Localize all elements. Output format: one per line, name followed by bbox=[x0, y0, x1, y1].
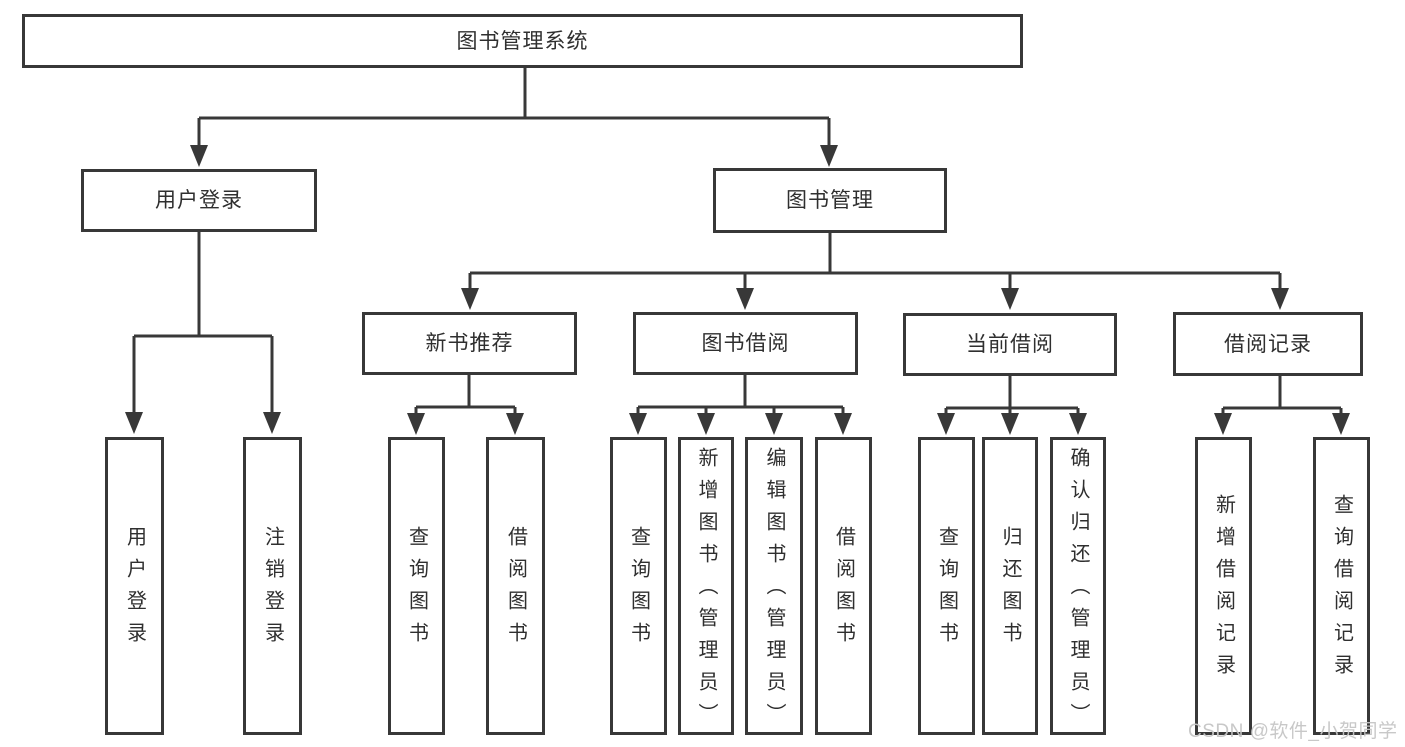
leaf-query-borrow-record: 查询借阅记录 bbox=[1313, 437, 1370, 735]
node-root: 图书管理系统 bbox=[22, 14, 1023, 68]
leaf-query-books-current-label: 查询图书 bbox=[935, 525, 958, 654]
leaf-query-books-borrow-label: 查询图书 bbox=[627, 525, 650, 654]
node-borrow-records: 借阅记录 bbox=[1173, 312, 1363, 376]
leaf-borrow-books-label: 借阅图书 bbox=[832, 525, 855, 654]
leaf-query-books-current: 查询图书 bbox=[918, 437, 975, 735]
leaf-confirm-return-admin: 确认归还（管理员） bbox=[1050, 437, 1106, 735]
node-root-label: 图书管理系统 bbox=[456, 29, 589, 53]
leaf-return-books-label: 归还图书 bbox=[999, 525, 1021, 654]
node-new-book-recommend: 新书推荐 bbox=[362, 312, 577, 375]
leaf-query-books-recommend-label: 查询图书 bbox=[405, 525, 428, 654]
node-user-login-label: 用户登录 bbox=[155, 189, 243, 212]
node-book-management: 图书管理 bbox=[713, 168, 947, 233]
leaf-add-borrow-record-label: 新增借阅记录 bbox=[1212, 493, 1235, 686]
arrowheads bbox=[125, 145, 1350, 435]
node-book-borrow: 图书借阅 bbox=[633, 312, 858, 375]
leaf-logout: 注销登录 bbox=[243, 437, 302, 735]
leaf-query-books-recommend: 查询图书 bbox=[388, 437, 445, 735]
node-borrow-records-label: 借阅记录 bbox=[1224, 332, 1312, 356]
leaf-return-books: 归还图书 bbox=[982, 437, 1038, 735]
leaf-add-borrow-record: 新增借阅记录 bbox=[1195, 437, 1252, 735]
leaf-borrow-books-recommend: 借阅图书 bbox=[486, 437, 545, 735]
leaf-query-borrow-record-label: 查询借阅记录 bbox=[1330, 493, 1353, 686]
leaf-logout-label: 注销登录 bbox=[261, 525, 284, 654]
node-book-borrow-label: 图书借阅 bbox=[701, 332, 790, 355]
leaf-edit-books-admin: 编辑图书（管理员） bbox=[745, 437, 803, 735]
leaf-add-books-admin-label: 新增图书（管理员） bbox=[695, 447, 717, 735]
leaf-edit-books-admin-label: 编辑图书（管理员） bbox=[763, 447, 785, 735]
leaf-query-books-borrow: 查询图书 bbox=[610, 437, 667, 735]
leaf-borrow-books-recommend-label: 借阅图书 bbox=[504, 525, 527, 654]
watermark: CSDN @软件_小贺同学 bbox=[1188, 721, 1398, 742]
node-user-login: 用户登录 bbox=[81, 169, 317, 232]
node-new-book-recommend-label: 新书推荐 bbox=[425, 332, 514, 355]
leaf-user-login-label: 用户登录 bbox=[123, 525, 146, 654]
leaf-add-books-admin: 新增图书（管理员） bbox=[678, 437, 734, 735]
leaf-user-login: 用户登录 bbox=[105, 437, 164, 735]
leaf-confirm-return-admin-label: 确认归还（管理员） bbox=[1067, 447, 1089, 735]
node-book-management-label: 图书管理 bbox=[786, 189, 874, 212]
node-current-borrow: 当前借阅 bbox=[903, 313, 1117, 376]
node-current-borrow-label: 当前借阅 bbox=[966, 333, 1054, 356]
leaf-borrow-books: 借阅图书 bbox=[815, 437, 872, 735]
